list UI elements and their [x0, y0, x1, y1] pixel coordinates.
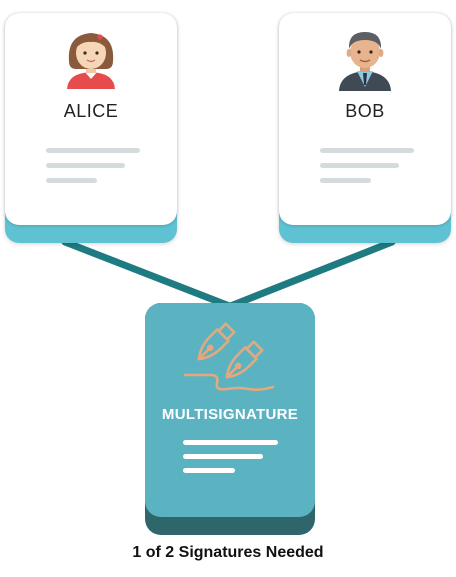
doc-line	[183, 454, 263, 459]
fountain-pens-icon	[183, 322, 275, 391]
connector-alice	[61, 238, 236, 311]
doc-line	[46, 178, 97, 183]
doc-line	[183, 440, 278, 445]
signatures-needed-caption: 1 of 2 Signatures Needed	[132, 544, 324, 561]
doc-line	[183, 468, 235, 473]
signer-card-bob: BOB	[279, 13, 451, 243]
doc-line	[320, 178, 371, 183]
doc-line	[320, 148, 414, 153]
man-avatar-icon	[339, 32, 391, 91]
woman-avatar-icon	[67, 33, 115, 89]
multisignature-card-face: MULTISIGNATURE	[145, 303, 315, 517]
multisignature-title: MULTISIGNATURE	[161, 406, 299, 423]
signer-card-face: ALICE	[5, 13, 177, 225]
doc-line	[320, 163, 399, 168]
connector-bob	[224, 238, 396, 311]
signer-name: BOB	[345, 101, 385, 121]
signer-name: ALICE	[63, 101, 119, 121]
signer-card-face: BOB	[279, 13, 451, 225]
doc-line	[46, 163, 125, 168]
multisignature-card: MULTISIGNATURE	[145, 303, 315, 535]
doc-line	[46, 148, 140, 153]
signer-card-alice: ALICE	[5, 13, 177, 243]
